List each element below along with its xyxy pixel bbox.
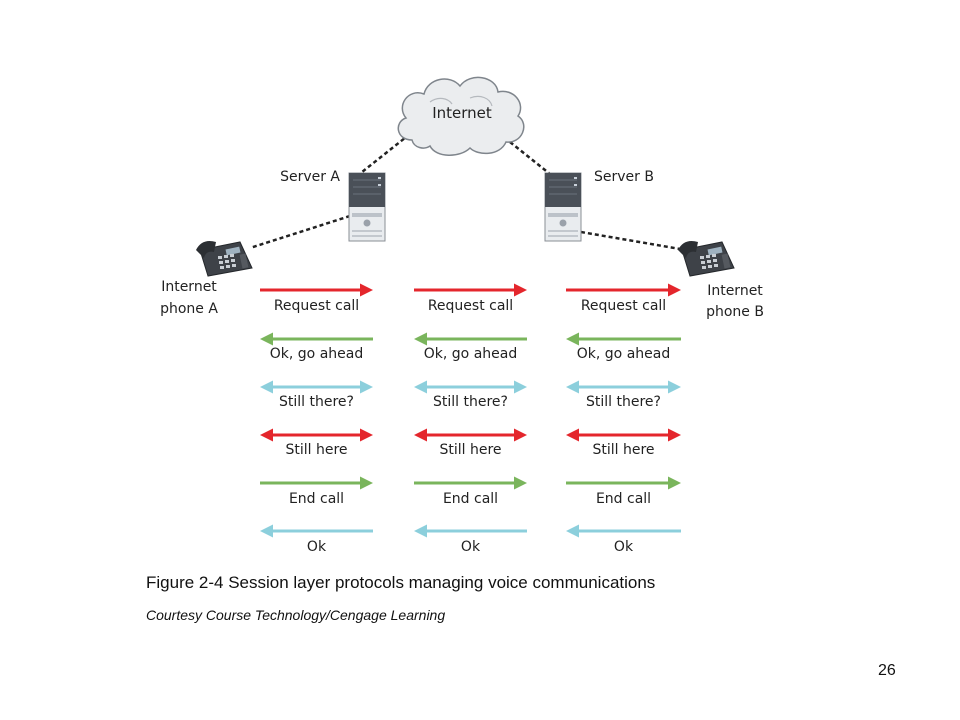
message-label: Still there? — [433, 394, 508, 410]
arrowhead-left — [260, 524, 273, 538]
arrowhead-left — [566, 524, 579, 538]
server-b-icon — [544, 172, 582, 242]
message-arrow: Still here — [566, 428, 681, 458]
arrowhead-right — [360, 283, 373, 297]
message-label: Still there? — [586, 394, 661, 410]
message-arrow: Request call — [414, 283, 527, 314]
message-label: Still here — [592, 442, 654, 458]
message-label: Still here — [285, 442, 347, 458]
message-label: Request call — [428, 298, 513, 314]
arrowhead-right — [360, 428, 373, 442]
arrowhead-right — [514, 476, 527, 490]
message-label: Request call — [581, 298, 666, 314]
message-arrow: Still there? — [414, 380, 527, 410]
message-arrow: Request call — [566, 283, 681, 314]
phone-a-label-line2: phone A — [160, 301, 218, 317]
message-arrow: Ok, go ahead — [260, 332, 373, 362]
message-arrow: Ok — [566, 524, 681, 555]
figure-credit: Courtesy Course Technology/Cengage Learn… — [146, 607, 446, 623]
message-arrow: Ok, go ahead — [566, 332, 681, 362]
arrowhead-left — [260, 332, 273, 346]
arrowhead-left — [260, 380, 273, 394]
message-label: End call — [596, 491, 651, 507]
message-label: End call — [289, 491, 344, 507]
phone-b-icon — [677, 240, 735, 277]
arrowhead-left — [414, 428, 427, 442]
server-a-label: Server A — [280, 169, 340, 185]
server-a-icon — [348, 172, 386, 242]
message-arrow: Ok — [414, 524, 527, 555]
arrowhead-right — [668, 428, 681, 442]
message-label: Ok, go ahead — [577, 346, 670, 362]
message-arrow: Still there? — [566, 380, 681, 410]
message-arrow: Request call — [260, 283, 373, 314]
arrowhead-right — [514, 428, 527, 442]
message-arrow: Still here — [414, 428, 527, 458]
message-label: Ok, go ahead — [270, 346, 363, 362]
arrowhead-right — [514, 283, 527, 297]
internet-cloud-icon — [397, 76, 525, 156]
arrowhead-right — [668, 283, 681, 297]
arrowhead-right — [360, 380, 373, 394]
message-label: Still there? — [279, 394, 354, 410]
message-label: Still here — [439, 442, 501, 458]
arrowhead-right — [668, 476, 681, 490]
arrowhead-left — [566, 380, 579, 394]
message-sequence: Request call Request call Request callOk, … — [260, 283, 681, 555]
phone-a-icon — [195, 240, 253, 277]
message-arrow: Ok — [260, 524, 373, 555]
link-cloud-server-b — [509, 141, 556, 179]
arrowhead-right — [668, 380, 681, 394]
message-label: Ok — [307, 539, 327, 555]
message-label: End call — [443, 491, 498, 507]
arrowhead-left — [566, 428, 579, 442]
cloud-label: Internet — [432, 104, 492, 122]
server-b-label: Server B — [594, 169, 654, 185]
link-cloud-server-a — [356, 129, 416, 177]
message-arrow: End call — [260, 476, 373, 507]
arrowhead-right — [514, 380, 527, 394]
phone-a-label-line1: Internet — [161, 279, 217, 295]
message-arrow: Still there? — [260, 380, 373, 410]
arrowhead-left — [414, 380, 427, 394]
phone-b-label-line1: Internet — [707, 283, 763, 299]
message-arrow: Still here — [260, 428, 373, 458]
message-label: Ok — [461, 539, 481, 555]
figure-caption: Figure 2-4 Session layer protocols manag… — [146, 573, 656, 592]
page-number: 26 — [878, 662, 896, 679]
message-arrow: Ok, go ahead — [414, 332, 527, 362]
link-server-a-phone-a — [249, 214, 351, 250]
message-arrow: End call — [414, 476, 527, 507]
arrowhead-left — [566, 332, 579, 346]
arrowhead-left — [414, 332, 427, 346]
message-label: Ok, go ahead — [424, 346, 517, 362]
phone-b-label-line2: phone B — [706, 304, 764, 320]
arrowhead-left — [260, 428, 273, 442]
message-label: Request call — [274, 298, 359, 314]
message-label: Ok — [614, 539, 634, 555]
arrowhead-left — [414, 524, 427, 538]
message-arrow: End call — [566, 476, 681, 507]
arrowhead-right — [360, 476, 373, 490]
link-server-b-phone-b — [580, 230, 687, 252]
